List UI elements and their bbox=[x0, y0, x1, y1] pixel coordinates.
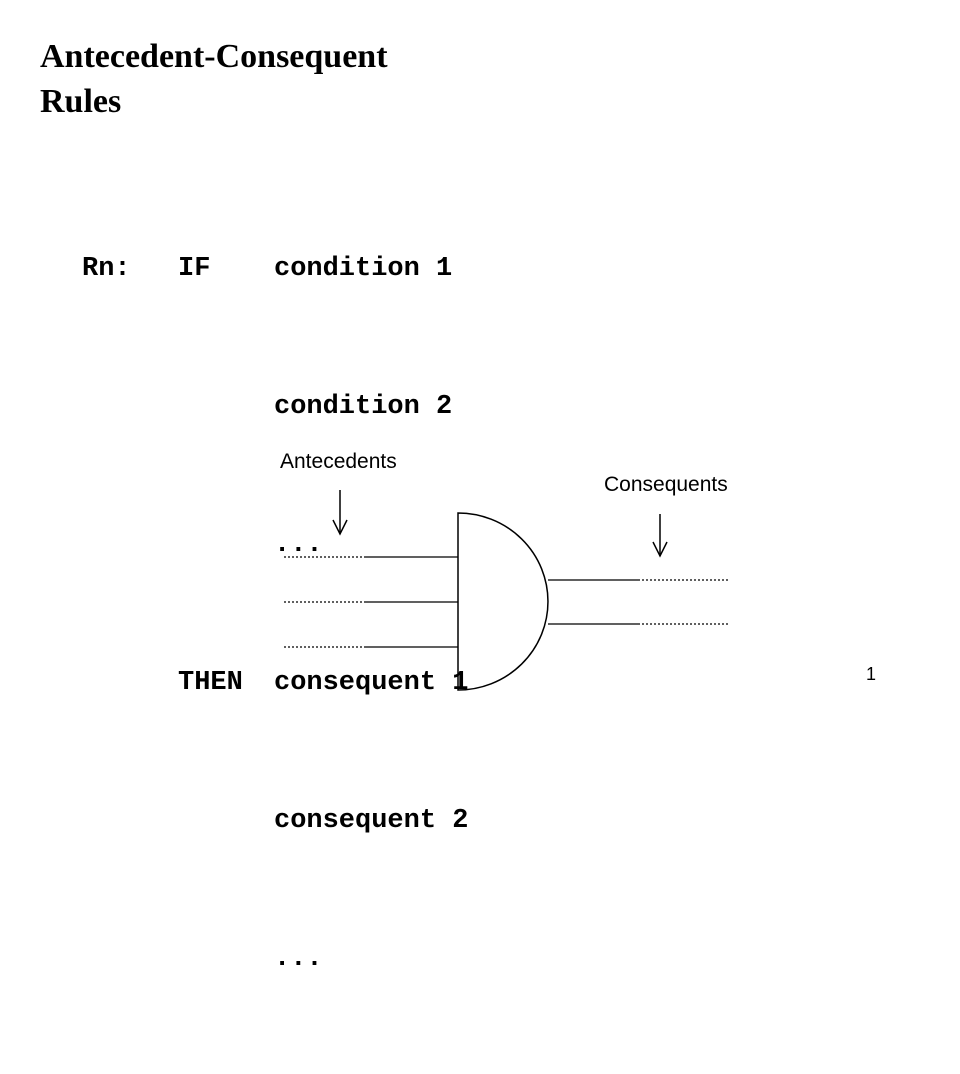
rule-row-4: THEN consequent 1 bbox=[82, 660, 468, 706]
rule-label: Rn: bbox=[82, 254, 131, 284]
consequents-arrow bbox=[652, 514, 668, 558]
rule-keyword-if: IF bbox=[178, 254, 211, 284]
rule-row-5: consequent 2 bbox=[82, 798, 468, 844]
slide: Antecedent-Consequent Rules Rn: IF conditi… bbox=[40, 34, 877, 974]
input-lines bbox=[284, 556, 458, 648]
rule-text-ellipsis-2: ... bbox=[274, 944, 323, 974]
antecedents-arrow bbox=[332, 490, 348, 536]
rule-text-condition-1: condition 1 bbox=[274, 254, 453, 284]
antecedents-label: Antecedents bbox=[280, 450, 397, 473]
rule-text-condition-2: condition 2 bbox=[274, 392, 453, 422]
rule-row-2: condition 2 bbox=[82, 384, 468, 430]
rule-row-6: ... bbox=[82, 936, 468, 982]
rule-text-ellipsis-1: ... bbox=[274, 530, 323, 560]
rule-row-1: Rn: IF condition 1 bbox=[82, 246, 468, 292]
consequents-label: Consequents bbox=[604, 473, 728, 496]
rule-text-consequent-1: consequent 1 bbox=[274, 668, 469, 698]
output-lines bbox=[548, 579, 730, 625]
slide-title-line-2: Rules bbox=[40, 83, 122, 120]
and-gate-diagram: Antecedents Consequents bbox=[280, 450, 730, 691]
gate-body bbox=[457, 512, 549, 691]
rule-keyword-then: THEN bbox=[178, 668, 243, 698]
page-number: 1 bbox=[866, 664, 877, 684]
rule-text-consequent-2: consequent 2 bbox=[274, 806, 469, 836]
rule-row-3: ... bbox=[82, 522, 468, 568]
slide-title-line-1: Antecedent-Consequent bbox=[40, 38, 388, 75]
slide-title: Antecedent-Consequent Rules bbox=[40, 34, 388, 124]
